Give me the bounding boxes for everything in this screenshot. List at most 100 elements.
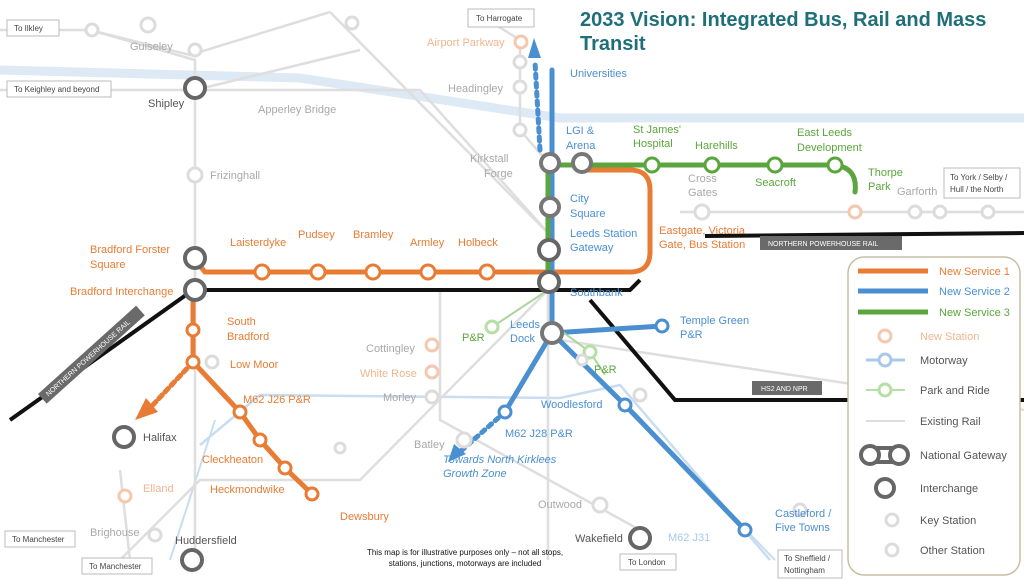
label-pudsey: Pudsey <box>298 229 335 241</box>
label-wakefield: Wakefield <box>575 533 623 545</box>
label-castleford-1: Castleford / <box>775 508 832 520</box>
box-york-2: Hull / the North <box>950 185 1003 194</box>
label-southbradford-1: South <box>227 316 256 328</box>
label-thorpe-1: Thorpe <box>868 167 903 179</box>
box-york-1: To York / Selby / <box>950 173 1008 182</box>
label-pr-1: P&R <box>462 332 485 344</box>
label-southbank: Southbank <box>570 287 623 299</box>
page-title: 2033 Vision: Integrated Bus, Rail and Ma… <box>580 9 987 55</box>
label-temple-2: P&R <box>680 329 703 341</box>
label-batley: Batley <box>414 439 445 451</box>
label-leedsstn-1: Leeds Station <box>570 228 637 240</box>
box-manchester-1: To Manchester <box>12 535 65 544</box>
label-city-1: City <box>570 193 589 205</box>
legend-new-station: New Station <box>920 331 979 343</box>
legend-other-station: Other Station <box>920 545 985 557</box>
label-garforth: Garforth <box>897 186 937 198</box>
disclaimer-note: This map is for illustrative purposes on… <box>366 548 564 568</box>
box-harrogate: To Harrogate <box>476 14 523 23</box>
label-pr-2: P&R <box>594 364 617 376</box>
box-london: To London <box>628 558 665 567</box>
label-bfs-2: Square <box>90 259 125 271</box>
label-headingley: Headingley <box>448 83 504 95</box>
label-bfs-1: Bradford Forster <box>90 244 170 256</box>
label-armley: Armley <box>410 237 445 249</box>
legend-interchange: Interchange <box>920 483 978 495</box>
box-npr-2: NORTHERN POWERHOUSE RAIL <box>45 319 132 398</box>
legend: New Service 1 New Service 2 New Service … <box>847 256 1021 576</box>
label-huddersfield: Huddersfield <box>175 535 237 547</box>
legend-new-service-2: New Service 2 <box>939 286 1010 298</box>
label-frizinghall: Frizinghall <box>210 170 260 182</box>
label-morley: Morley <box>383 392 417 404</box>
label-holbeck: Holbeck <box>458 237 498 249</box>
stations <box>84 15 996 572</box>
label-brighouse: Brighouse <box>90 527 140 539</box>
label-eastgate-1: Eastgate, Victoria <box>659 225 746 237</box>
label-stjames-1: St James' <box>633 124 681 136</box>
label-castleford-2: Five Towns <box>775 522 830 534</box>
label-kirklees-1: Towards North Kirklees <box>443 454 557 466</box>
label-eastgate-2: Gate, Bus Station <box>659 239 745 251</box>
label-temple-1: Temple Green <box>680 315 749 327</box>
label-kirkstall-2: Forge <box>484 168 513 180</box>
label-apperley: Apperley Bridge <box>258 104 336 116</box>
legend-new-service-3: New Service 3 <box>939 307 1010 319</box>
box-manchester-2: To Manchester <box>89 562 142 571</box>
box-ilkley: To Ilkley <box>14 24 43 33</box>
label-eastleeds-1: East Leeds <box>797 127 853 139</box>
label-bradford-interchange: Bradford Interchange <box>70 286 173 298</box>
label-elland: Elland <box>143 483 174 495</box>
label-cross-2: Gates <box>688 187 718 199</box>
box-sheffield-2: Nottingham <box>784 566 825 575</box>
label-heckmondwike: Heckmondwike <box>210 484 285 496</box>
label-city-2: Square <box>570 208 605 220</box>
label-guiseley: Guiseley <box>130 41 173 53</box>
label-shipley: Shipley <box>148 98 185 110</box>
harrogate-arrow-icon <box>528 38 541 58</box>
label-woodlesford: Woodlesford <box>541 399 603 411</box>
label-outwood: Outwood <box>538 499 582 511</box>
legend-existing-rail: Existing Rail <box>920 416 981 428</box>
label-cottingley: Cottingley <box>366 343 415 355</box>
station-labels: Guiseley Shipley Apperley Bridge Frizing… <box>70 37 937 547</box>
label-kirkstall-1: Kirkstall <box>470 153 509 165</box>
label-whiterose: White Rose <box>360 368 417 380</box>
label-southbradford-2: Bradford <box>227 331 269 343</box>
legend-motorway: Motorway <box>920 355 968 367</box>
label-cross-1: Cross <box>688 173 717 185</box>
label-lowmoor: Low Moor <box>230 359 279 371</box>
box-npr-1: NORTHERN POWERHOUSE RAIL <box>768 241 878 248</box>
label-leedsstn-2: Gateway <box>570 242 614 254</box>
label-lgi-1: LGI & <box>566 125 595 137</box>
label-thorpe-2: Park <box>868 181 891 193</box>
box-sheffield-1: To Sheffield / <box>784 554 831 563</box>
label-halifax: Halifax <box>143 432 177 444</box>
box-hs2: HS2 AND NPR <box>761 386 808 393</box>
label-airport: Airport Parkway <box>427 37 505 49</box>
legend-key-station: Key Station <box>920 515 976 527</box>
legend-park-and-ride: Park and Ride <box>920 385 990 397</box>
label-bramley: Bramley <box>353 229 394 241</box>
legend-new-service-1: New Service 1 <box>939 266 1010 278</box>
label-leedsdock-2: Dock <box>510 333 536 345</box>
label-m62j28: M62 J28 P&R <box>505 428 573 440</box>
label-dewsbury: Dewsbury <box>340 511 389 523</box>
label-laisterdyke: Laisterdyke <box>230 237 286 249</box>
halifax-arrow-icon <box>135 398 158 420</box>
label-m62j26: M62 J26 P&R <box>243 394 311 406</box>
legend-national-gateway: National Gateway <box>920 450 1007 462</box>
label-eastleeds-2: Development <box>797 142 862 154</box>
label-universities: Universities <box>570 68 627 80</box>
label-lgi-2: Arena <box>566 140 596 152</box>
label-cleckheaton: Cleckheaton <box>202 454 263 466</box>
label-leedsdock-1: Leeds <box>510 319 540 331</box>
label-seacroft: Seacroft <box>755 177 796 189</box>
box-keighley: To Keighley and beyond <box>14 85 99 94</box>
label-kirklees-2: Growth Zone <box>443 468 507 480</box>
label-stjames-2: Hospital <box>633 138 673 150</box>
kirklees-arrow-icon <box>448 444 466 462</box>
label-m62j31: M62 J31 <box>668 532 710 544</box>
label-harehills: Harehills <box>695 140 738 152</box>
